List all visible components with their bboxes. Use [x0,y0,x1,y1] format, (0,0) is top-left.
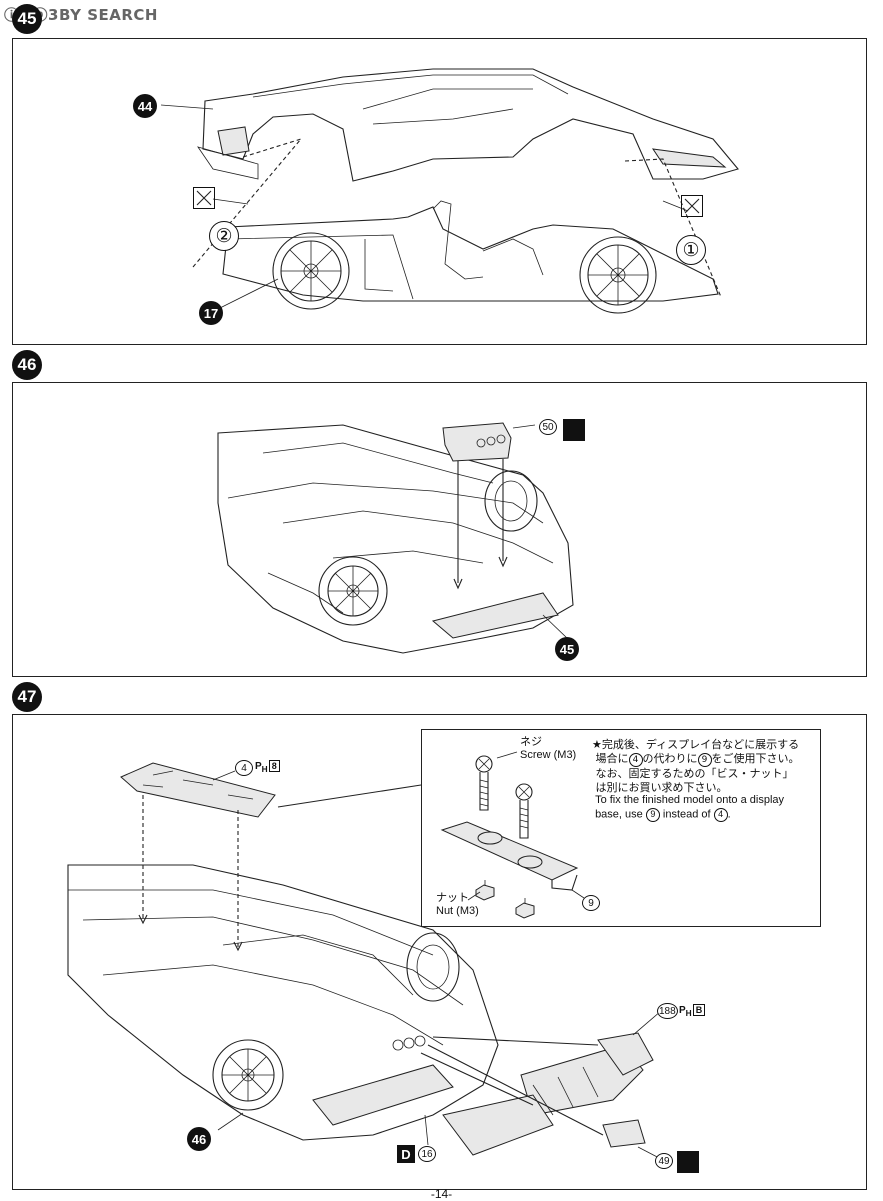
step-46-panel: 50 45 [12,382,867,677]
glue-icon [677,1151,699,1173]
step-47-drawing [67,762,664,1161]
step-46-drawing [217,422,574,654]
no-glue-icon [681,195,703,217]
glue-icon [563,419,585,441]
part-46-badge: 46 [187,1127,211,1151]
step-45-panel: 44 17 ② ① [12,38,867,345]
step-45-drawing [160,68,739,314]
part-188-label: 188 [657,1003,678,1019]
step-46-badge: 46 [12,350,42,380]
no-glue-icon [193,187,215,209]
display-base-inset: ネジ Screw (M3) ナット Nut (M3) 9 ★完成後、ディスプレイ… [421,729,821,927]
page-number: -14- [430,1187,453,1201]
step-47-badge: 47 [12,682,42,712]
screw-label-jp: ネジ [520,736,542,748]
nut-label-jp: ナット [436,892,469,904]
part-4-label: 4 [235,760,253,776]
nut-label-en: Nut (M3) [436,905,479,917]
order-1-marker: ① [676,235,706,265]
inset-drawing [440,751,585,919]
order-2-marker: ② [209,221,239,251]
step-45-badge: 45 [12,4,42,34]
runner-d-box: D [397,1145,415,1163]
part-16-label: 16 [418,1146,436,1162]
part-45-badge: 45 [555,637,579,661]
watermark: ⓘHⓞ3BY SEARCH [4,6,158,24]
screw-label-en: Screw (M3) [520,749,577,761]
part-44-badge: 44 [133,94,157,118]
part-50-label: 50 [539,419,557,435]
part-17-badge: 17 [199,301,223,325]
part-9-label: 9 [582,895,600,911]
part-49-label: 49 [655,1153,673,1169]
